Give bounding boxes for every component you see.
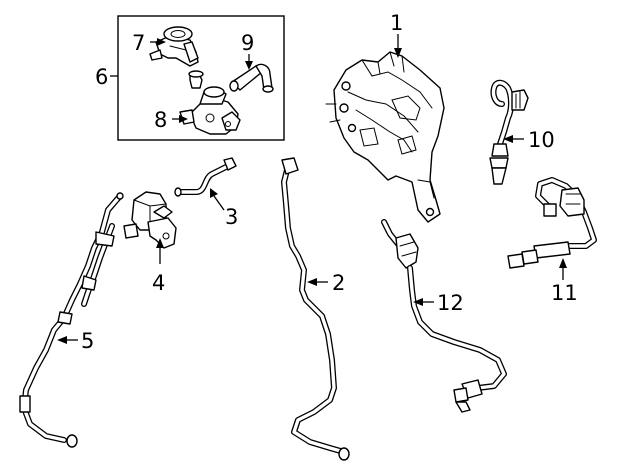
arrow-10 (503, 135, 513, 143)
arrow-9 (245, 61, 253, 70)
oxygen-sensor-part-12 (381, 219, 507, 413)
purge-valve-part-7 (149, 26, 199, 67)
fitting-small (188, 70, 204, 89)
solenoid-part-4 (123, 191, 177, 249)
callout-3: 3 (225, 205, 238, 229)
hose-part-3 (174, 157, 237, 197)
callout-11: 11 (551, 281, 578, 305)
hose-part-5 (19, 192, 124, 448)
canister-part-1 (325, 51, 445, 223)
callout-1: 1 (390, 11, 403, 35)
arrow-4 (156, 238, 164, 248)
hose-part-9 (229, 63, 274, 93)
arrow-12 (413, 298, 423, 306)
callout-8: 8 (154, 108, 167, 132)
group-box (117, 15, 285, 141)
oxygen-sensor-part-11 (507, 177, 597, 269)
callout-6: 6 (95, 65, 108, 89)
purge-valve-part-8 (179, 86, 241, 135)
callout-2: 2 (332, 271, 345, 295)
callout-4: 4 (152, 271, 165, 295)
callout-10: 10 (528, 128, 555, 152)
callout-9: 9 (241, 31, 254, 55)
arrow-5 (57, 336, 67, 344)
arrow-7 (157, 38, 166, 46)
oxygen-sensor-part-10 (489, 79, 529, 185)
arrow-1 (394, 48, 402, 58)
arrow-11 (559, 258, 567, 268)
arrow-3 (210, 188, 218, 198)
callout-7: 7 (132, 31, 145, 55)
pipe-part-2 (281, 157, 350, 461)
callout-5: 5 (81, 329, 94, 353)
arrow-8 (179, 115, 188, 123)
arrow-2 (307, 278, 317, 286)
callout-12: 12 (437, 291, 464, 315)
leader-3 (213, 195, 225, 211)
